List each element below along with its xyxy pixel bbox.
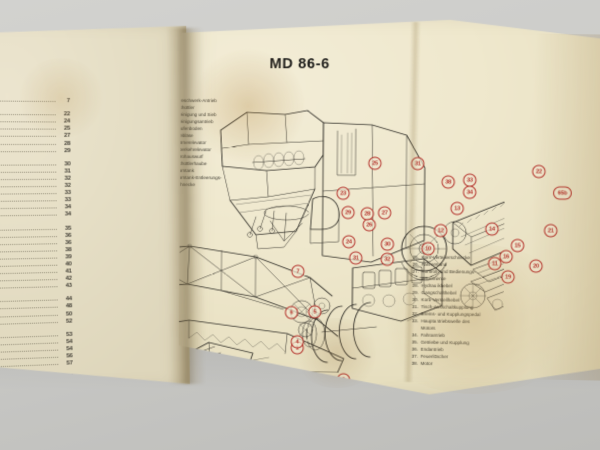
book-gutter — [166, 27, 206, 385]
toc-entry-page: 52 — [66, 318, 73, 325]
toc-leader-dots — [0, 120, 56, 122]
toc-entry-page: 22 — [63, 111, 71, 118]
toc-entry-page: 41 — [65, 268, 72, 275]
toc-leader-dots — [0, 163, 56, 165]
toc-entry-page: 44 — [65, 296, 73, 303]
toc-entry-page: 56 — [66, 353, 73, 360]
toc-entry-page: 64 — [66, 373, 73, 381]
toc-leader-dots — [0, 384, 59, 389]
diagram-callout-10: 10 — [421, 242, 434, 255]
toc-entry[interactable]: 27 — [0, 132, 70, 139]
toc-leader-dots — [0, 264, 57, 268]
toc-leader-dots — [0, 170, 56, 172]
diagram-callout-15: 15 — [511, 239, 525, 252]
toc-entry-page: 39 — [65, 254, 72, 261]
toc-entry-page: 29 — [64, 147, 71, 154]
toc-entry-page: 34 — [64, 211, 72, 218]
toc-entry-page: 50 — [66, 310, 73, 318]
page-edge-shading — [528, 33, 600, 381]
toc-leader-dots — [0, 150, 56, 152]
toc-entry-page: 35 — [65, 225, 72, 232]
toc-entry-page: 7 — [66, 98, 71, 105]
diagram-callout-32: 32 — [381, 253, 394, 266]
diagram-callout-2: 2 — [337, 373, 350, 386]
toc-entry-page: 25 — [64, 125, 71, 133]
toc-leader-dots — [0, 235, 57, 238]
toc-leader-dots — [0, 242, 57, 245]
toc-leader-dots — [0, 113, 56, 115]
toc-leader-dots — [0, 376, 58, 381]
diagram-callout-60B: 60B — [203, 360, 221, 373]
toc-leader-dots — [0, 128, 56, 130]
open-book: is 7222425272829303132323333343435363638… — [0, 18, 600, 390]
toc-entry-page: 54 — [66, 338, 73, 346]
diagram-callout-30: 30 — [381, 238, 394, 251]
diagram-callout-5: 5 — [308, 305, 321, 318]
diagram-callout-16: 16 — [499, 250, 513, 263]
diagram-callout-25: 25 — [368, 157, 381, 170]
diagram-callout-14: 14 — [485, 222, 498, 235]
grain-elevator — [487, 290, 506, 311]
diagram-callout-29: 29 — [341, 206, 354, 219]
toc-entry-page: 32 — [64, 182, 71, 189]
toc-entry-page: 31 — [64, 168, 71, 175]
diagram-callout-4: 4 — [291, 335, 304, 348]
toc-leader-dots — [0, 185, 56, 188]
toc-entry-page: 42 — [65, 275, 72, 283]
toc-leader-dots — [0, 271, 57, 275]
toc-entry-page: 57 — [66, 360, 73, 367]
toc-entry-page: 40 — [65, 261, 72, 268]
diagram-callout-12: 12 — [434, 224, 447, 237]
toc-entry-page: 33 — [64, 190, 71, 197]
diagram-callout-6: 6 — [285, 306, 298, 319]
toc-entry-page: 65 — [66, 380, 73, 388]
toc-entry-page: 36 — [65, 239, 72, 246]
toc-entry-page: 27 — [64, 133, 71, 140]
toc-leader-dots — [0, 199, 57, 202]
diagram-callout-34: 34 — [463, 186, 476, 199]
diagram-callout-26: 26 — [363, 218, 376, 231]
toc-entry-page: 43 — [65, 283, 72, 290]
toc-entry-page: 48 — [65, 303, 73, 310]
toc-entry-page: 24 — [63, 118, 71, 125]
toc-entry-page: 28 — [64, 140, 71, 147]
left-page: is 7222425272829303132323333343435363638… — [0, 22, 190, 393]
toc-entry[interactable]: 29 — [0, 147, 71, 154]
toc-entry[interactable]: 28 — [0, 139, 70, 146]
toc-leader-dots — [0, 178, 56, 181]
toc-leader-dots — [0, 207, 57, 210]
toc-leader-dots — [0, 214, 57, 217]
toc-entry-page: 53 — [66, 331, 73, 338]
toc-leader-dots — [0, 142, 56, 144]
toc-entry-page: 36 — [65, 232, 72, 239]
toc-leader-dots — [0, 135, 56, 137]
blower-fan — [460, 283, 485, 308]
toc-entry-page: 32 — [64, 175, 71, 182]
toc-leader-dots — [0, 278, 57, 282]
toc-entry-page: 38 — [65, 246, 72, 254]
toc-leader-dots — [0, 249, 57, 252]
diagram-callout-23: 23 — [336, 187, 349, 200]
toc-entry[interactable]: 64 — [0, 373, 73, 384]
diagram-callout-13: 13 — [450, 202, 463, 215]
toc-leader-dots — [0, 227, 57, 230]
toc-entry[interactable]: 25 — [0, 125, 70, 133]
diagram-callout-38: 38 — [442, 175, 455, 188]
toc-leader-dots — [0, 99, 56, 102]
diagram-callout-28: 28 — [361, 207, 374, 220]
toc-entry[interactable]: 65 — [0, 380, 73, 391]
toc-leader-dots — [0, 192, 57, 195]
diagram-callout-24: 24 — [342, 235, 355, 248]
diagram-callout-19: 19 — [501, 270, 515, 283]
diagram-callout-7: 7 — [291, 265, 304, 278]
toc-group-gap — [0, 367, 73, 377]
toc-entry-page: 54 — [66, 345, 73, 353]
diagram-callout-31b: 31 — [349, 251, 362, 264]
diagram-callout-27: 27 — [378, 206, 391, 219]
toc-entry-page: 33 — [64, 197, 72, 204]
toc-leader-dots — [0, 256, 57, 260]
toc-entry-page: 34 — [64, 204, 72, 211]
toc-entry-page: 30 — [64, 161, 71, 168]
